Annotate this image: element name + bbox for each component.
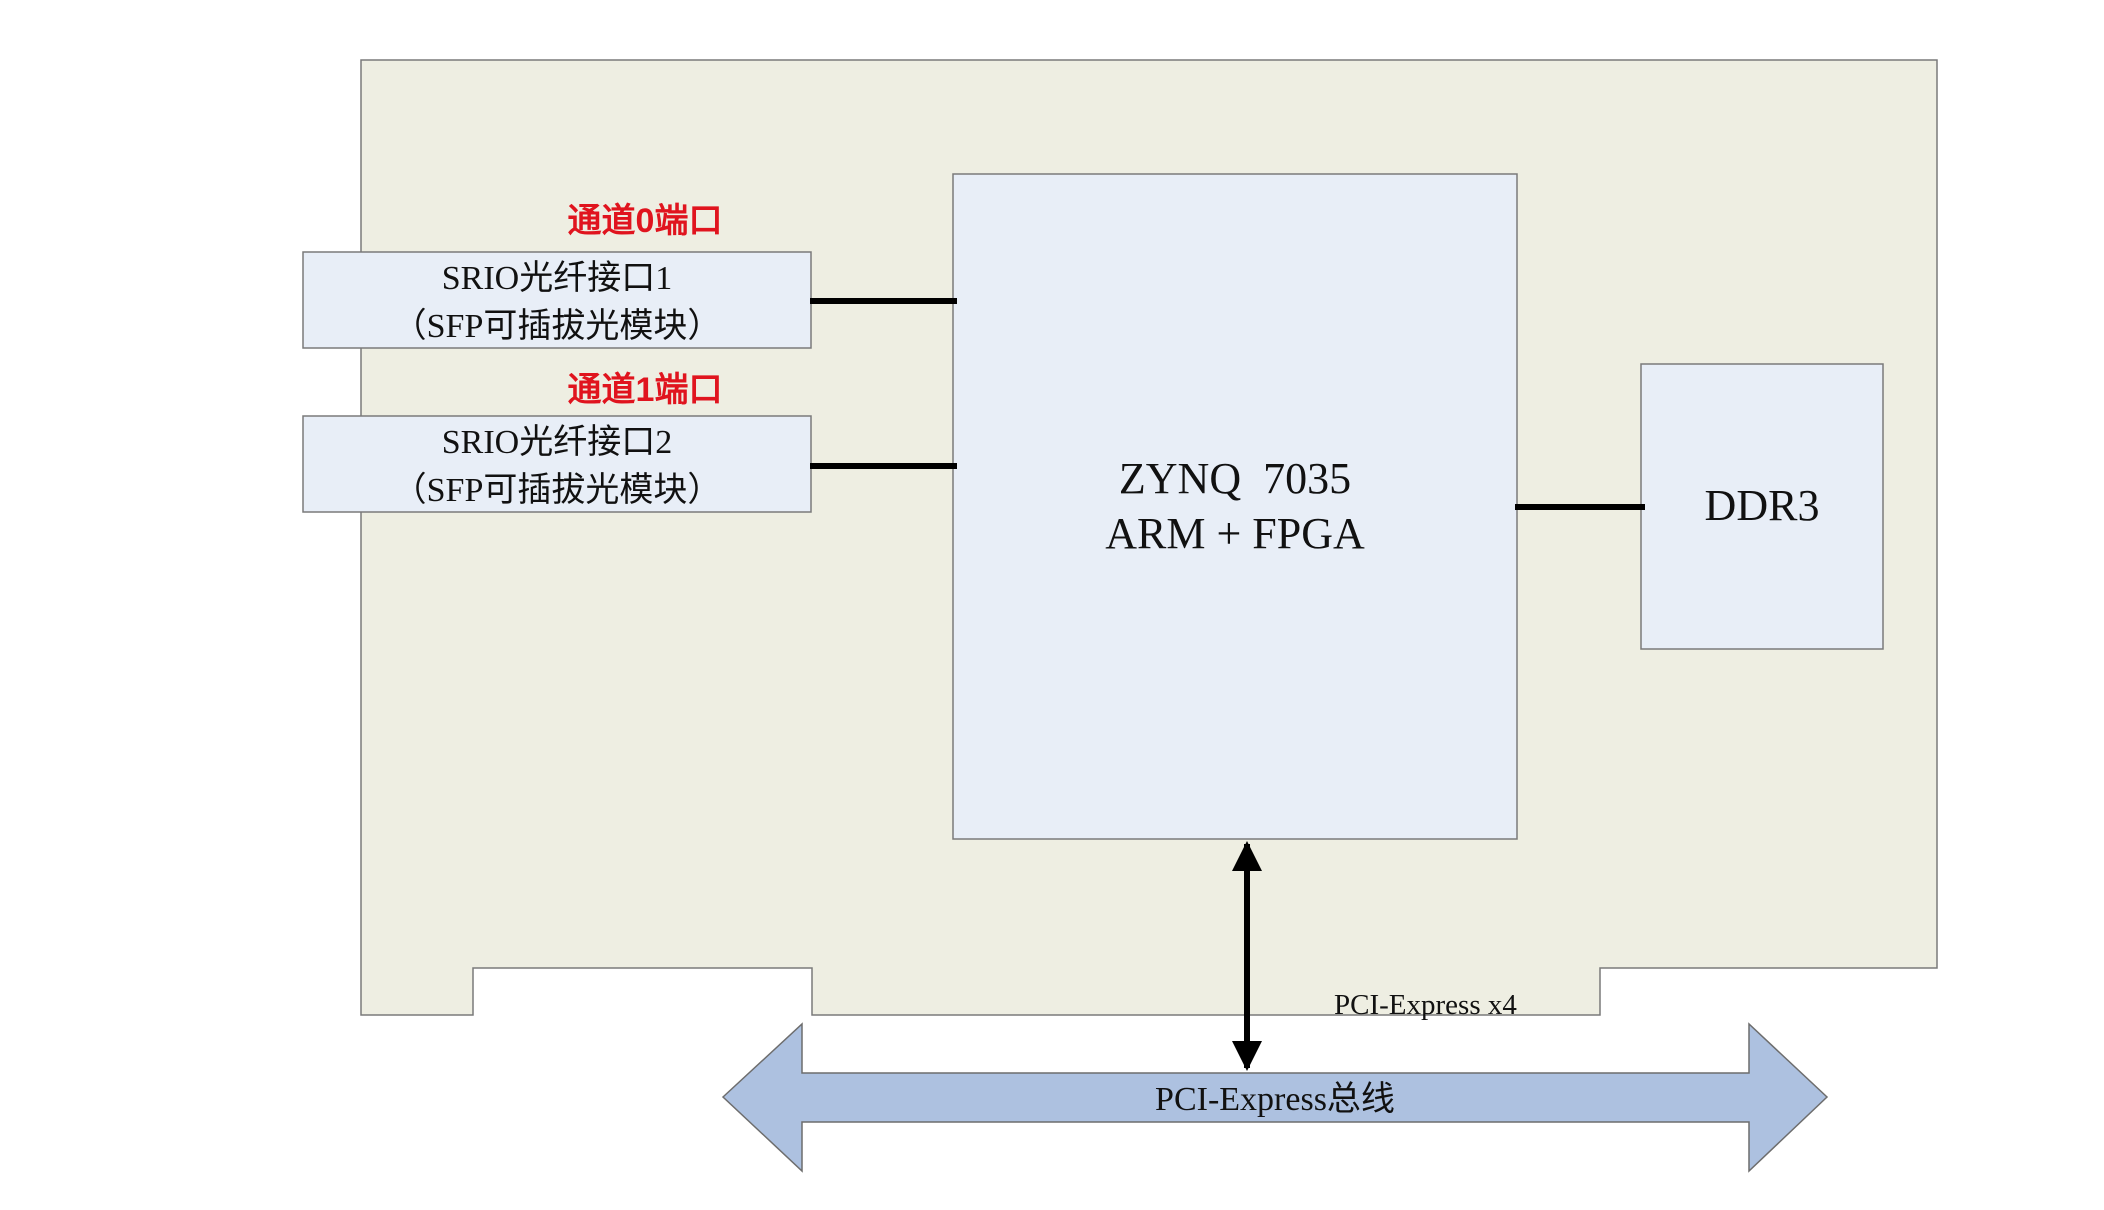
- ddr3-label: DDR3: [1705, 481, 1820, 530]
- zynq-7035-block: [952, 173, 1518, 840]
- srio-interface-2-name: SRIO光纤接口2: [442, 423, 672, 461]
- ddr3-block: [1640, 363, 1884, 650]
- channel-1-port-label: 通道1端口: [568, 371, 723, 409]
- srio-interface-1-name: SRIO光纤接口1: [442, 259, 672, 297]
- srio-interface-1-box: [302, 251, 812, 349]
- pcie-bus-label: PCI-Express总线: [1155, 1080, 1395, 1118]
- zynq-arch-label: ARM + FPGA: [1105, 509, 1365, 558]
- pcie-x4-label: PCI-Express x4: [1334, 989, 1517, 1021]
- pcie-bus-arrow: [721, 1022, 1829, 1173]
- srio-interface-1-module: （SFP可插拔光模块）: [393, 307, 722, 345]
- zynq-model-label: ZYNQ 7035: [1119, 454, 1351, 503]
- srio-interface-2-module: （SFP可插拔光模块）: [393, 471, 722, 509]
- srio-interface-2-box: [302, 415, 812, 513]
- channel-0-port-label: 通道0端口: [568, 202, 723, 240]
